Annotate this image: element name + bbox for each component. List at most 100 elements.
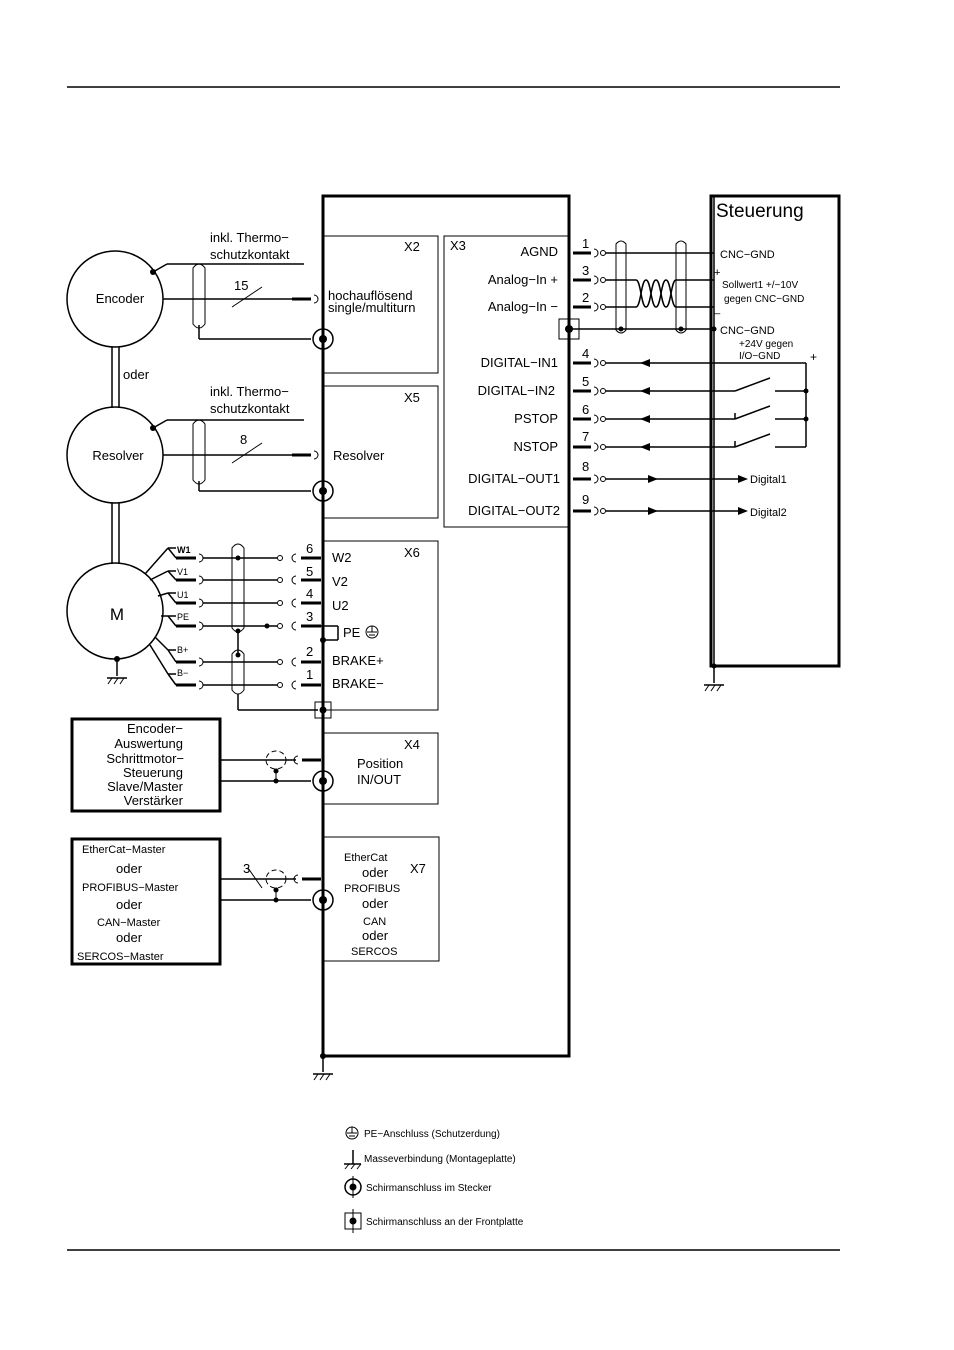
bus-master-text: EtherCat−Master oder PROFIBUS−Master ode… bbox=[77, 844, 179, 963]
x6-pin-label: V2 bbox=[332, 574, 348, 589]
x7-line-0: EtherCat bbox=[344, 852, 387, 864]
x3-connector bbox=[573, 302, 606, 312]
x3-pin-number: 4 bbox=[582, 346, 589, 361]
x6-pin-label: BRAKE− bbox=[332, 676, 384, 691]
legend-text: Masseverbindung (Montageplatte) bbox=[364, 1154, 516, 1165]
x3-connector bbox=[573, 358, 606, 368]
x3-pin-numbers: 1 3 2 4 5 6 7 8 9 bbox=[582, 236, 589, 507]
x6-pe-link bbox=[320, 625, 339, 643]
steuerung-ground-icon bbox=[704, 663, 724, 692]
x6-pin-number: 2 bbox=[306, 644, 313, 659]
resolver-label: Resolver bbox=[92, 448, 144, 463]
x3-connector bbox=[573, 275, 606, 285]
bus-box-line: oder bbox=[116, 861, 143, 876]
x3-pin-label: Analog−In + bbox=[488, 272, 558, 287]
x3-pin-label: DIGITAL−IN1 bbox=[481, 355, 558, 370]
x5-id: X5 bbox=[404, 390, 420, 405]
x7-shield-plug-icon bbox=[312, 889, 334, 911]
minus-small-label: _ bbox=[713, 303, 721, 315]
pe-icon bbox=[365, 625, 379, 639]
wire-label: V1 bbox=[177, 567, 188, 577]
x3-pin-label: DIGITAL−OUT2 bbox=[468, 503, 560, 518]
x4-box bbox=[322, 732, 439, 805]
x4-cable bbox=[220, 750, 321, 784]
io-gnd-label: I/O−GND bbox=[739, 351, 780, 362]
x5-shield-plug-icon bbox=[312, 480, 334, 502]
x6-id: X6 bbox=[404, 545, 420, 560]
digital1-label: Digital1 bbox=[750, 474, 787, 486]
drive-ground-icon bbox=[313, 1053, 333, 1081]
legend-text: Schirmanschluss an der Frontplatte bbox=[366, 1217, 524, 1228]
x7-line-1: oder bbox=[362, 865, 389, 880]
motor-label: M bbox=[110, 605, 124, 624]
bus-box-line: CAN−Master bbox=[97, 917, 161, 929]
encoder-label: Encoder bbox=[96, 291, 145, 306]
x3-box bbox=[443, 235, 570, 528]
legend-text: Schirmanschluss im Stecker bbox=[366, 1183, 492, 1194]
x3-wires bbox=[569, 240, 809, 515]
oder-label: oder bbox=[123, 367, 150, 382]
x6-pin-number: 3 bbox=[306, 609, 313, 624]
x3-pin-number: 6 bbox=[582, 402, 589, 417]
pe-symbol-icon bbox=[345, 1126, 359, 1140]
x3-pin-label: Analog−In − bbox=[488, 299, 558, 314]
encoder-cable: 15 bbox=[150, 263, 319, 340]
x3-pin-number: 1 bbox=[582, 236, 589, 251]
thermo-line-2: schutzkontakt bbox=[210, 247, 290, 262]
wire-count-encoder: 15 bbox=[234, 278, 248, 293]
wire-label: W1 bbox=[177, 545, 191, 555]
x7-id: X7 bbox=[410, 861, 426, 876]
x4-label-1: Position bbox=[357, 756, 403, 771]
x7-cable: 3 bbox=[220, 861, 321, 903]
x3-connector bbox=[573, 442, 606, 452]
x3-pin-number: 5 bbox=[582, 374, 589, 389]
x6-pin-label: PE bbox=[343, 625, 361, 640]
x3-pin-label: DIGITAL−IN2 bbox=[478, 383, 555, 398]
gegen-cnc-label: gegen CNC−GND bbox=[724, 294, 804, 305]
x4-label-2: IN/OUT bbox=[357, 772, 401, 787]
bus-master-box bbox=[70, 837, 222, 966]
bus-box-line: oder bbox=[116, 930, 143, 945]
enc-box-line: Schrittmotor− bbox=[106, 751, 184, 766]
cnc-gnd-label: CNC−GND bbox=[720, 249, 775, 261]
shield-plug-symbol-icon bbox=[344, 1176, 362, 1198]
plus24-label: +24V gegen bbox=[739, 339, 793, 350]
digital2-label: Digital2 bbox=[750, 507, 787, 519]
x3-connector bbox=[573, 414, 606, 424]
wire-count-resolver: 8 bbox=[240, 432, 247, 447]
x6-pin-number: 6 bbox=[306, 541, 313, 556]
legend-text: PE−Anschluss (Schutzerdung) bbox=[364, 1129, 500, 1140]
x3-connector bbox=[573, 386, 606, 396]
x6-pin-label: BRAKE+ bbox=[332, 653, 384, 668]
x6-pin-number: 1 bbox=[306, 667, 313, 682]
x3-connector bbox=[573, 248, 606, 258]
steuerung-title: Steuerung bbox=[716, 201, 804, 222]
x6-pin-label: W2 bbox=[332, 550, 352, 565]
x6-pin-number: 4 bbox=[306, 586, 313, 601]
x3-pin-label: PSTOP bbox=[514, 411, 558, 426]
x3-id: X3 bbox=[450, 238, 466, 253]
x2-box bbox=[322, 235, 439, 374]
x7-line-3: oder bbox=[362, 896, 389, 911]
encoder-auswertung-box bbox=[70, 717, 222, 813]
x6-pin-label: U2 bbox=[332, 598, 349, 613]
legend: PE−Anschluss (Schutzerdung) Masseverbind… bbox=[344, 1126, 524, 1233]
wire-label: B− bbox=[177, 668, 188, 678]
enc-box-line: Auswertung bbox=[114, 736, 183, 751]
x6-pins: 6 5 4 3 2 1 W2 V2 U2 PE BRAKE+ BRAKE− bbox=[306, 541, 384, 691]
wire-count-bus: 3 bbox=[243, 861, 250, 876]
x5-box bbox=[322, 385, 439, 519]
x2-label-2: single/multiturn bbox=[328, 300, 415, 315]
x4-shield-plug-icon bbox=[312, 770, 334, 792]
resolver-cable: 8 bbox=[150, 419, 319, 492]
wire-label: PE bbox=[177, 612, 189, 622]
x3-pin-number: 2 bbox=[582, 290, 589, 305]
shield-panel-symbol-icon bbox=[344, 1209, 362, 1233]
x3-pin-labels: AGND Analog−In + Analog−In − DIGITAL−IN1… bbox=[468, 244, 560, 518]
sollwert-label: Sollwert1 +/−10V bbox=[722, 280, 798, 291]
bus-box-line: oder bbox=[116, 897, 143, 912]
x3-connector bbox=[573, 474, 606, 484]
ground-symbol-icon bbox=[344, 1150, 362, 1170]
bus-box-line: SERCOS−Master bbox=[77, 951, 164, 963]
x7-line-2: PROFIBUS bbox=[344, 883, 400, 895]
